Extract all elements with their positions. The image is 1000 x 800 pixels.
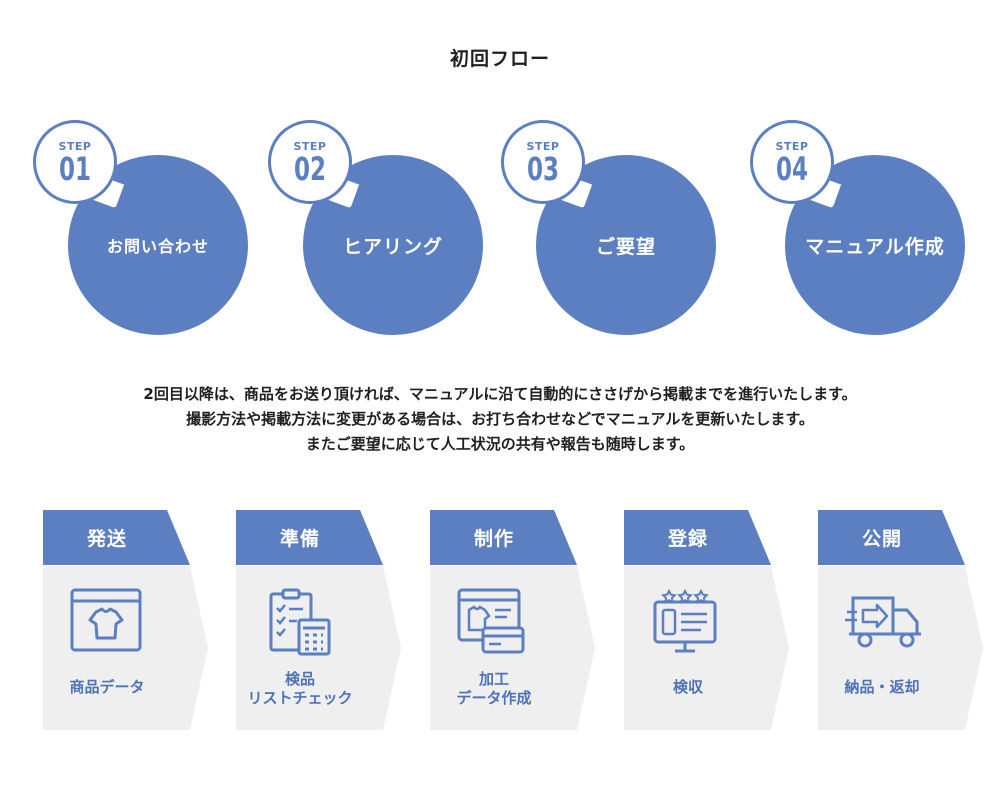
flow-step-5-body: 納品・返却 xyxy=(818,566,983,730)
step-1: お問い合わせ STEP 01 xyxy=(33,120,253,335)
step-3-badge: STEP 03 xyxy=(501,120,585,204)
step-2-label: STEP xyxy=(293,140,327,153)
flow-step-2: 準備 検品 リストチェック xyxy=(236,510,401,730)
flow-step-2-header-text: 準備 xyxy=(279,528,320,550)
flow-step-5-header: 公開 xyxy=(818,510,983,565)
flow-step-4-line-1: 検収 xyxy=(672,678,703,696)
flow-step-3-line-2: データ作成 xyxy=(456,689,532,707)
flow-step-4-header: 登録 xyxy=(624,510,789,565)
flow-step-3: 制作 加工 データ作成 xyxy=(430,510,595,730)
step-1-badge: STEP 01 xyxy=(33,120,117,204)
flow-step-3-header-text: 制作 xyxy=(473,528,514,550)
step-2-number: 02 xyxy=(293,150,327,188)
step-3: ご要望 STEP 03 xyxy=(501,120,721,335)
flow-step-3-header: 制作 xyxy=(430,510,595,565)
flow-step-3-line-1: 加工 xyxy=(478,670,509,688)
step-2: ヒアリング STEP 02 xyxy=(268,120,488,335)
step-4-badge: STEP 04 xyxy=(750,120,834,204)
flow-step-3-text: 加工 データ作成 xyxy=(430,670,558,708)
flow-step-1-text: 商品データ xyxy=(43,678,171,697)
description-line-3: またご要望に応じて人工状況の共有や報告も随時します。 xyxy=(305,435,695,453)
step-2-badge: STEP 02 xyxy=(268,120,352,204)
step-1-number: 01 xyxy=(58,150,92,188)
flow-step-5-text: 納品・返却 xyxy=(818,678,946,697)
checklist-calculator-icon xyxy=(269,588,331,656)
flow-step-1: 発送 商品データ xyxy=(43,510,208,730)
step-3-label: STEP xyxy=(526,140,560,153)
description-line-1: 2回目以降は、商品をお送り頂ければ、マニュアルに沿て自動的にささげから掲載までを… xyxy=(143,385,857,403)
flow-step-5-line-1: 納品・返却 xyxy=(844,678,920,696)
flow-step-1-header-text: 発送 xyxy=(86,528,127,550)
flow-step-2-line-2: リストチェック xyxy=(247,689,353,707)
flow-step-1-header: 発送 xyxy=(43,510,208,565)
shirt-window-icon xyxy=(70,588,142,652)
flow-step-2-body: 検品 リストチェック xyxy=(236,566,401,730)
flow-step-5-header-text: 公開 xyxy=(861,528,902,550)
flow-step-4-text: 検収 xyxy=(624,678,752,697)
flow-step-4: 登録 検収 xyxy=(624,510,789,730)
step-1-label: STEP xyxy=(58,140,92,153)
step-4: マニュアル作成 STEP 04 xyxy=(750,120,970,335)
flow-step-2-line-1: 検品 xyxy=(284,670,315,688)
flow-step-5: 公開 納品・返却 xyxy=(818,510,983,730)
page-title: 初回フロー xyxy=(449,48,550,70)
step-4-number: 04 xyxy=(775,150,809,188)
flow-step-2-header: 準備 xyxy=(236,510,401,565)
description: 2回目以降は、商品をお送り頂ければ、マニュアルに沿て自動的にささげから掲載までを… xyxy=(0,382,1000,457)
flow-step-1-line-1: 商品データ xyxy=(69,678,145,696)
design-card-icon xyxy=(457,588,525,654)
description-line-2: 撮影方法や掲載方法に変更がある場合は、お打ち合わせなどでマニュアルを更新いたしま… xyxy=(186,410,814,428)
flow-step-4-header-text: 登録 xyxy=(667,528,708,550)
flow-step-2-text: 検品 リストチェック xyxy=(236,670,364,708)
rating-monitor-icon xyxy=(653,588,717,653)
flow-step-4-body: 検収 xyxy=(624,566,789,730)
flow-step-3-body: 加工 データ作成 xyxy=(430,566,595,730)
flow-step-1-body: 商品データ xyxy=(43,566,208,730)
step-4-text: マニュアル作成 xyxy=(785,155,965,335)
delivery-truck-icon xyxy=(845,596,921,648)
step-3-number: 03 xyxy=(526,150,560,188)
step-4-label: STEP xyxy=(775,140,809,153)
